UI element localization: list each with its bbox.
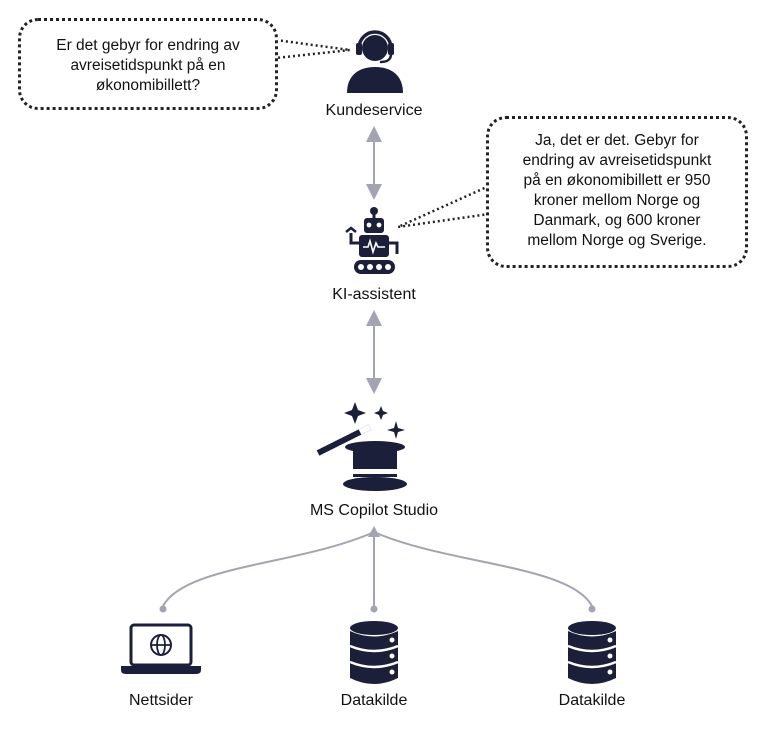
connector-dot-nettsider bbox=[159, 605, 167, 613]
connector-dot-datakilde-1 bbox=[370, 605, 378, 613]
question-bubble: Er det gebyr for endring av avreisetidsp… bbox=[18, 18, 278, 110]
answer-line: på en økonomibillett er 950 bbox=[523, 172, 711, 189]
question-line: avreisetidspunkt på en bbox=[70, 57, 226, 74]
answer-bubble: Ja, det er det. Gebyr for endring av avr… bbox=[486, 116, 748, 268]
kundeservice-label: Kundeservice bbox=[325, 102, 423, 119]
question-line: økonomibillett? bbox=[95, 77, 201, 94]
answer-line: Danmark, og 600 kroner bbox=[533, 212, 701, 229]
connector-dot-datakilde-2 bbox=[588, 605, 596, 613]
answer-line: endring av avreisetidspunkt bbox=[522, 152, 712, 169]
connector-arrowhead bbox=[368, 526, 380, 537]
robot-icon bbox=[345, 207, 399, 274]
datakilde-label-1: Datakilde bbox=[340, 692, 408, 709]
copilot-studio-label: MS Copilot Studio bbox=[309, 502, 439, 519]
database-icon-1 bbox=[349, 621, 399, 684]
headset-user-icon bbox=[347, 30, 403, 93]
answer-bubble-tail bbox=[397, 184, 490, 229]
connector-nettsider bbox=[162, 531, 375, 607]
question-bubble-tail bbox=[275, 38, 351, 60]
connector-datakilde-2 bbox=[373, 531, 593, 607]
answer-line: mellom Norge og Sverige. bbox=[527, 232, 707, 249]
nettsider-label: Nettsider bbox=[128, 692, 194, 709]
answer-line: Ja, det er det. Gebyr for bbox=[535, 132, 699, 149]
database-icon-2 bbox=[567, 621, 617, 684]
answer-line: kroner mellom Norge og bbox=[533, 192, 701, 209]
datakilde-label-2: Datakilde bbox=[558, 692, 626, 709]
magic-hat-icon bbox=[316, 402, 407, 491]
question-line: Er det gebyr for endring av bbox=[56, 37, 240, 54]
ki-assistent-label: KI-assistent bbox=[332, 286, 416, 303]
laptop-globe-icon bbox=[121, 623, 201, 674]
